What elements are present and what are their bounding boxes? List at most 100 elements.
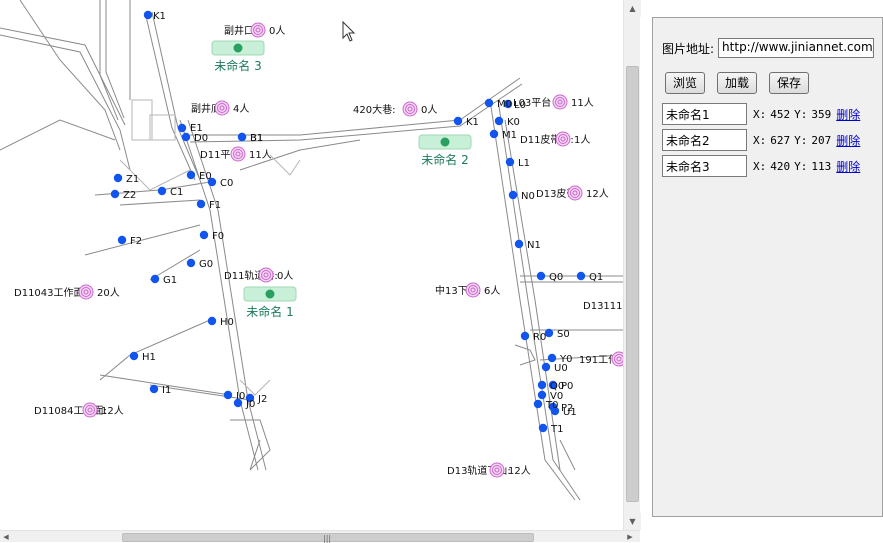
map-node[interactable]	[117, 235, 127, 245]
person-site[interactable]: D11084工作面:12人	[34, 402, 124, 418]
map-node-label: P0	[561, 381, 573, 392]
map-node-label: E0	[199, 171, 212, 182]
marker-name-input[interactable]	[662, 155, 747, 177]
map-node[interactable]	[484, 98, 494, 108]
person-ring-icon	[253, 25, 263, 35]
save-button[interactable]: 保存	[769, 72, 810, 94]
map-node[interactable]	[177, 123, 187, 133]
map-node[interactable]	[245, 393, 255, 403]
site-name: D11043工作面:	[14, 287, 87, 299]
person-site[interactable]: D13111工	[583, 301, 623, 312]
marker-name-input[interactable]	[662, 103, 747, 125]
map-vertical-scrollbar[interactable]: ▲ ▼	[623, 0, 641, 530]
person-ring-icon	[557, 99, 563, 105]
map-node-label: I1	[162, 385, 171, 396]
map-node-label: T1	[550, 424, 563, 435]
marker-name-input[interactable]	[662, 129, 747, 151]
map-node[interactable]	[508, 190, 518, 200]
delete-marker-link[interactable]: 删除	[836, 107, 861, 122]
map-node[interactable]	[143, 10, 153, 20]
map-node[interactable]	[129, 351, 139, 361]
map-node[interactable]	[113, 173, 123, 183]
person-ring-icon	[572, 190, 578, 196]
map-node[interactable]	[503, 99, 513, 109]
vertical-scroll-thumb[interactable]	[626, 66, 639, 502]
load-button[interactable]: 加载	[717, 72, 758, 94]
map-node[interactable]	[541, 362, 551, 372]
map-node[interactable]	[199, 230, 209, 240]
map-node-label: F2	[130, 236, 142, 247]
map-node[interactable]	[186, 258, 196, 268]
map-node[interactable]	[548, 380, 558, 390]
map-node[interactable]	[576, 271, 586, 281]
grip-icon: |||	[323, 534, 332, 543]
person-site[interactable]: 中13下山:6人	[435, 282, 500, 298]
person-site[interactable]: 191工作面	[579, 351, 623, 367]
person-ring-icon	[494, 467, 500, 473]
map-node[interactable]	[533, 399, 543, 409]
map-marker-3[interactable]: 未命名 3	[211, 40, 265, 73]
map-node[interactable]	[150, 274, 160, 284]
person-site[interactable]: 420大巷:0人	[353, 101, 437, 117]
map-node[interactable]	[237, 132, 247, 142]
map-node[interactable]	[196, 199, 206, 209]
map-node[interactable]	[110, 189, 120, 199]
map-node[interactable]	[520, 331, 530, 341]
map-node[interactable]	[547, 353, 557, 363]
map-node-label: U0	[554, 363, 568, 374]
scroll-right-icon[interactable]: ▶	[627, 533, 633, 541]
scroll-down-icon[interactable]: ▼	[624, 513, 641, 530]
map-node[interactable]	[207, 177, 217, 187]
person-ring-icon	[492, 465, 502, 475]
delete-marker-link[interactable]: 删除	[836, 159, 861, 174]
person-site[interactable]: D11轨道巷:0人	[224, 267, 293, 283]
map-node[interactable]	[544, 328, 554, 338]
map-node-label: K0	[507, 117, 520, 128]
map-node[interactable]	[494, 116, 504, 126]
map-node-label: N0	[521, 191, 535, 202]
person-ring-icon	[235, 151, 241, 157]
map-node[interactable]	[223, 390, 233, 400]
person-count: 12人	[101, 405, 124, 417]
delete-marker-link[interactable]: 删除	[836, 133, 861, 148]
person-count: 0人	[277, 270, 293, 282]
person-site[interactable]: D11皮带巷:1人	[520, 131, 590, 147]
map-node[interactable]	[489, 129, 499, 139]
map-node[interactable]	[453, 116, 463, 126]
map-node[interactable]	[536, 271, 546, 281]
person-count: 0人	[269, 25, 285, 37]
person-site[interactable]: D13轨道下山:12人	[447, 462, 531, 478]
scroll-up-icon[interactable]: ▲	[624, 0, 641, 17]
horizontal-scroll-thumb[interactable]: |||	[122, 533, 534, 543]
mouse-cursor-icon	[342, 20, 356, 42]
map-node[interactable]	[207, 316, 217, 326]
map-node[interactable]	[538, 423, 548, 433]
image-url-input[interactable]: http://www.jiniannet.com/	[718, 38, 875, 58]
map-marker-1[interactable]: 未命名 1	[243, 286, 297, 319]
map-node[interactable]	[550, 406, 560, 416]
map-horizontal-scrollbar[interactable]: ◀ ||| ▶	[0, 530, 640, 543]
scroll-left-icon[interactable]: ◀	[3, 533, 9, 541]
browse-button[interactable]: 浏览	[665, 72, 706, 94]
map-node[interactable]	[537, 380, 547, 390]
map-node[interactable]	[186, 170, 196, 180]
map-node[interactable]	[505, 157, 515, 167]
marker-x-label: X:	[753, 107, 767, 121]
map-node[interactable]	[514, 239, 524, 249]
map-node[interactable]	[233, 398, 243, 408]
map-marker-2[interactable]: 未命名 2	[418, 134, 472, 167]
map-node[interactable]	[157, 186, 167, 196]
marker-y-value: 113	[811, 159, 832, 173]
map-node[interactable]	[181, 132, 191, 142]
map-node[interactable]	[149, 384, 159, 394]
map-node[interactable]	[537, 390, 547, 400]
person-site[interactable]: D11043工作面:20人	[14, 284, 120, 300]
marker-x-label: X:	[753, 159, 767, 173]
